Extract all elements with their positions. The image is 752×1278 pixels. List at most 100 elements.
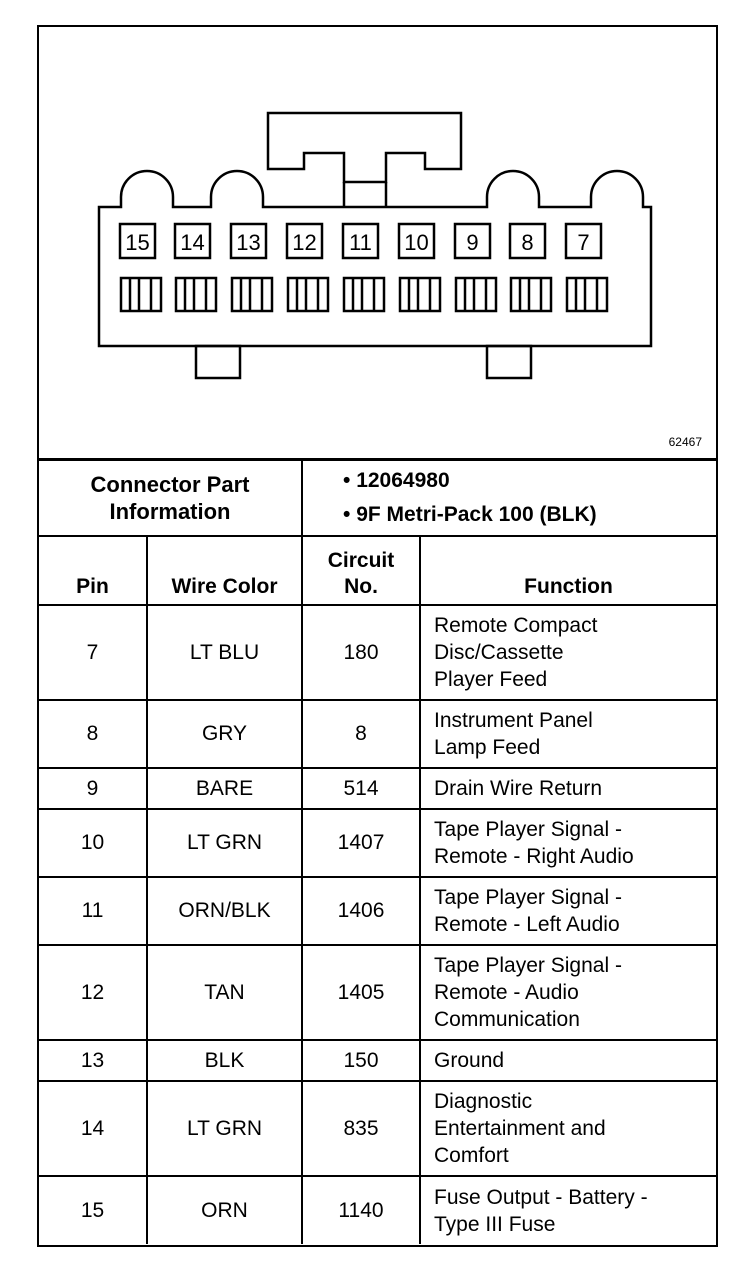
function-line: Player Feed [434, 668, 548, 691]
pin-box-14 [173, 222, 212, 260]
function-line: Remote Compact [434, 614, 598, 637]
part-info-row: Connector Part Information 12064980 9F M… [39, 461, 716, 537]
function-line: Communication [434, 1008, 580, 1031]
function-line: Drain Wire Return [434, 777, 603, 800]
pin-cell: 12 [39, 944, 148, 1041]
header-pin: Pin [39, 535, 148, 606]
pinout-table: Connector Part Information 12064980 9F M… [39, 461, 716, 1244]
header-circuit-line2: No. [344, 575, 378, 598]
pin-label-14: 14 [180, 230, 204, 255]
terminal-slot-7 [565, 276, 609, 313]
pin-cell: 11 [39, 876, 148, 946]
function-line: Ground [434, 1049, 505, 1072]
function-line: Remote - Left Audio [434, 913, 620, 936]
part-info-values: 12064980 9F Metri-Pack 100 (BLK) [301, 461, 716, 537]
function-line: Tape Player Signal - [434, 886, 622, 909]
function-line: Remote - Right Audio [434, 845, 634, 868]
wire-color-cell: BARE [145, 767, 304, 810]
terminal-slot-10 [398, 276, 442, 313]
function-line: Disc/Cassette [434, 641, 564, 664]
terminal-slot-15 [119, 276, 163, 313]
wire-color-cell: LT BLU [145, 605, 304, 701]
circuit-cell: 1407 [301, 808, 422, 878]
wire-color-cell: ORN/BLK [145, 876, 304, 946]
function-line: Tape Player Signal - [434, 818, 622, 841]
pin-box-12 [285, 222, 324, 260]
wire-color-cell: ORN [145, 1175, 304, 1244]
wire-color-cell: GRY [145, 699, 304, 769]
pin-label-7: 7 [577, 230, 589, 255]
function-line: Entertainment and [434, 1117, 606, 1140]
function-line: Lamp Feed [434, 736, 541, 759]
part-info-label: Connector Part Information [39, 461, 304, 537]
wire-color-cell: LT GRN [145, 1080, 304, 1177]
pin-box-15 [118, 222, 157, 260]
terminal-slot-13 [230, 276, 274, 313]
pin-cell: 9 [39, 767, 148, 810]
pin-box-10 [397, 222, 436, 260]
circuit-cell: 1406 [301, 876, 422, 946]
function-cell: Drain Wire Return [419, 767, 716, 810]
header-row: Pin Wire Color Circuit No. Function [39, 535, 716, 606]
pin-cell: 13 [39, 1039, 148, 1082]
function-line: Instrument Panel [434, 709, 593, 732]
pin-label-8: 8 [521, 230, 533, 255]
function-cell: Tape Player Signal - Remote - Right Audio [419, 808, 716, 878]
circuit-cell: 180 [301, 605, 422, 701]
terminal-slot-8 [509, 276, 553, 313]
function-cell: Ground [419, 1039, 716, 1082]
function-cell: Fuse Output - Battery - Type III Fuse [419, 1175, 716, 1244]
part-info-label-line2: Information [109, 499, 231, 524]
terminal-slot-12 [286, 276, 330, 313]
function-cell: Tape Player Signal - Remote - Left Audio [419, 876, 716, 946]
pin-cell: 8 [39, 699, 148, 769]
wire-color-cell: LT GRN [145, 808, 304, 878]
pin-label-9: 9 [466, 230, 478, 255]
header-circuit-line1: Circuit [327, 549, 395, 572]
pin-cell: 10 [39, 808, 148, 878]
part-description: 9F Metri-Pack 100 (BLK) [343, 498, 716, 532]
pin-label-10: 10 [404, 230, 428, 255]
pin-box-13 [229, 222, 268, 260]
header-circuit: Circuit No. [301, 535, 422, 606]
circuit-cell: 1140 [301, 1175, 422, 1244]
function-line: Diagnostic [434, 1090, 533, 1113]
function-line: Remote - Audio [434, 981, 579, 1004]
pin-box-9 [453, 222, 492, 260]
part-info-label-line1: Connector Part [90, 472, 250, 497]
pin-label-15: 15 [125, 230, 149, 255]
wire-color-cell: BLK [145, 1039, 304, 1082]
circuit-cell: 514 [301, 767, 422, 810]
part-number: 12064980 [343, 464, 716, 498]
terminal-slot-9 [454, 276, 498, 313]
function-line: Type III Fuse [434, 1212, 556, 1236]
pin-label-13: 13 [236, 230, 260, 255]
pin-box-7 [564, 222, 603, 260]
pin-box-8 [508, 222, 547, 260]
pin-cell: 7 [39, 605, 148, 701]
pin-cell: 15 [39, 1175, 148, 1244]
terminal-slot-14 [174, 276, 218, 313]
circuit-cell: 1405 [301, 944, 422, 1041]
function-line: Tape Player Signal - [434, 954, 622, 977]
header-function: Function [419, 535, 716, 606]
function-line: Fuse Output - Battery - [434, 1185, 648, 1209]
function-line: Comfort [434, 1144, 509, 1167]
figure-id: 62467 [668, 435, 702, 449]
